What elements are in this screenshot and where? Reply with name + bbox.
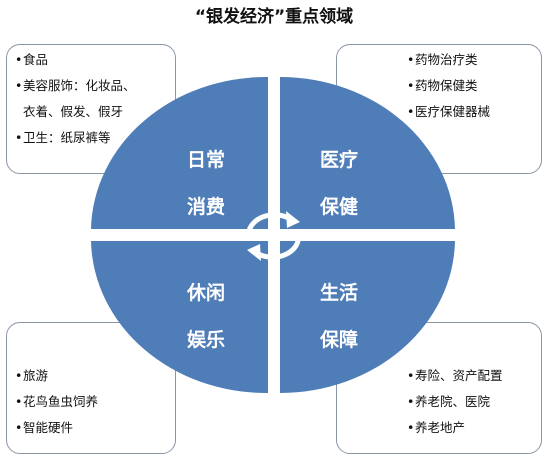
diagram-title: “银发经济”重点领域 xyxy=(194,7,354,27)
list-item: •旅游 xyxy=(15,368,49,383)
quadrant-top-left xyxy=(91,76,268,229)
quadrant-bottom-right xyxy=(280,241,455,394)
list-item: •药物治疗类 xyxy=(407,52,478,67)
quadrant-label-life: 生活 保障 xyxy=(319,282,358,351)
quadrant-label-leisure: 休闲 娱乐 xyxy=(186,282,225,351)
quadrant-bottom-left xyxy=(91,241,268,394)
quadrant-top-right xyxy=(280,76,455,229)
list-item: •花鸟鱼虫饲养 xyxy=(15,394,99,409)
list-item: •药物保健类 xyxy=(407,78,478,93)
list-item: •美容服饰：化妆品、 xyxy=(15,78,136,93)
list-item: •养老地产 xyxy=(407,420,466,435)
list-item: •食品 xyxy=(15,52,49,67)
list-item: •寿险、资产配置 xyxy=(407,368,503,383)
list-item: 衣着、假发、假牙 xyxy=(23,104,124,119)
list-item: •智能硬件 xyxy=(15,420,74,435)
quadrant-label-daily: 日常 消费 xyxy=(186,149,225,218)
quadrant-label-medical: 医疗 保健 xyxy=(319,149,358,218)
list-item: •养老院、医院 xyxy=(407,394,491,409)
list-item: •医疗保健器械 xyxy=(407,104,491,119)
list-item: •卫生：纸尿裤等 xyxy=(15,130,111,145)
